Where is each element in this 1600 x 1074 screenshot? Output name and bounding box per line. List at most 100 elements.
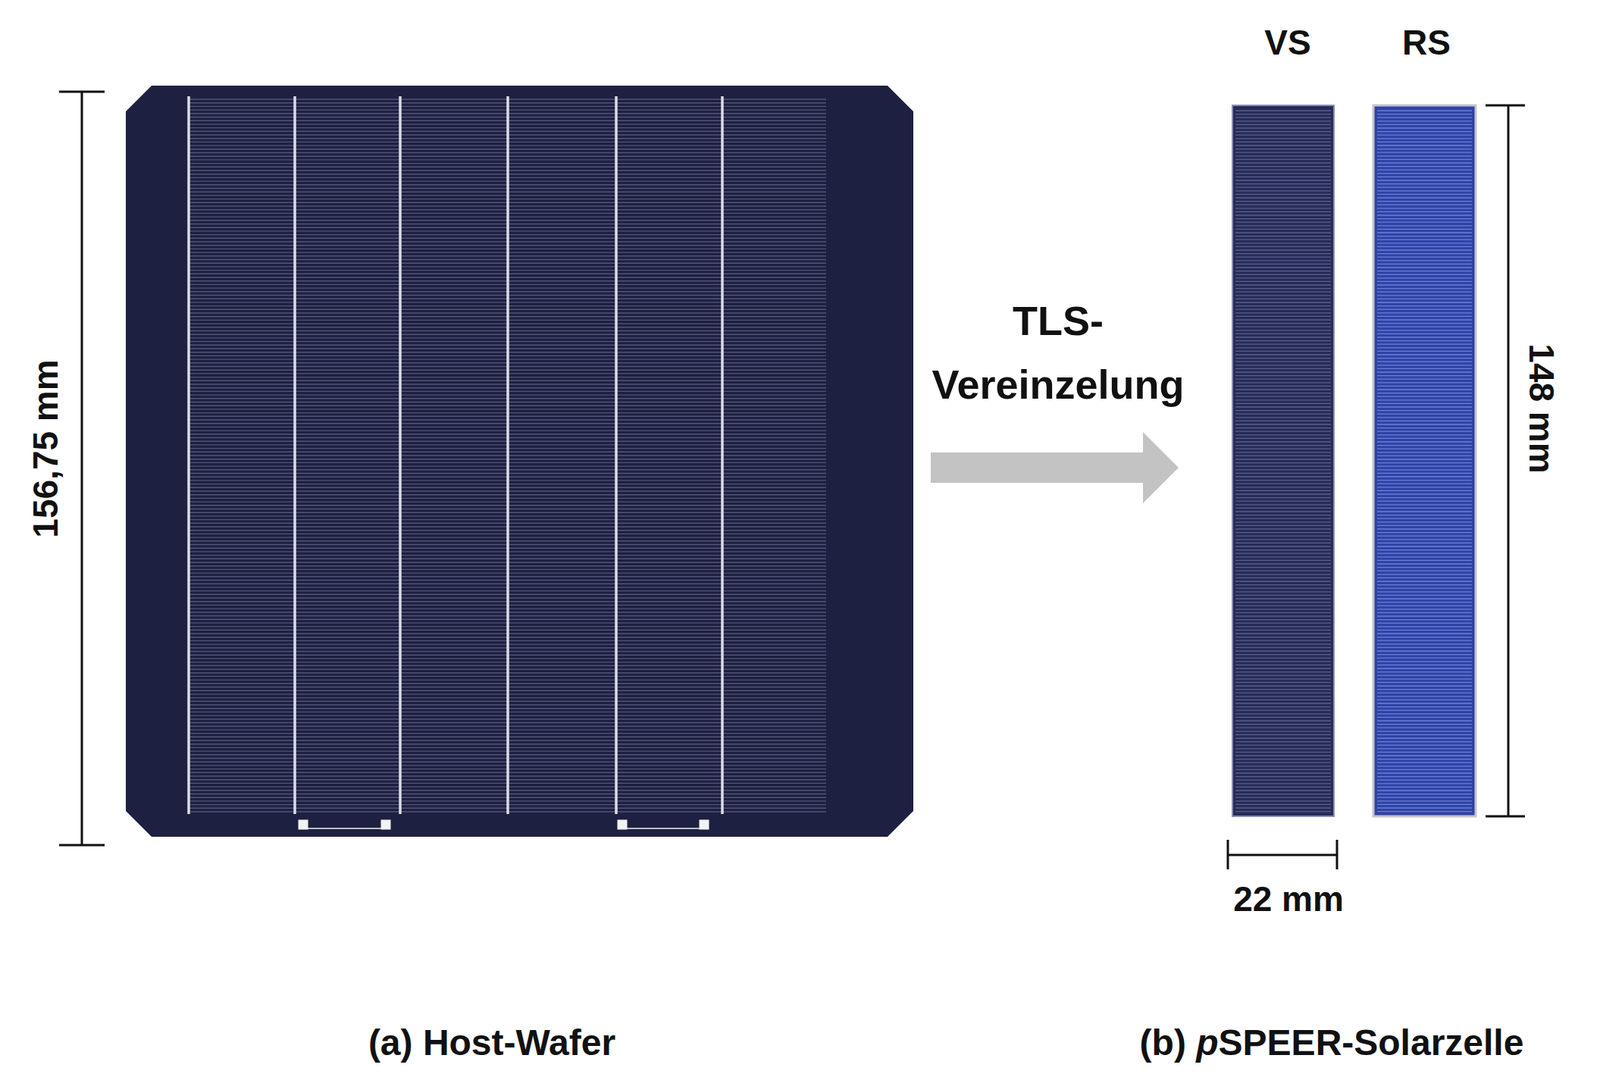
finger-line	[1377, 758, 1472, 760]
finger-line	[1377, 204, 1472, 206]
finger-line	[1235, 378, 1331, 380]
finger-line	[1235, 194, 1331, 195]
finger-line	[1235, 444, 1331, 446]
finger-line	[1235, 249, 1331, 251]
finger-line	[1377, 619, 1472, 620]
finger-line	[1377, 695, 1472, 697]
finger-line	[1377, 504, 1472, 505]
finger-line	[1377, 472, 1472, 474]
finger-line	[1377, 804, 1472, 805]
finger-line	[1377, 187, 1472, 188]
dimension-label: 22 mm	[1233, 872, 1344, 927]
finger-line	[1235, 507, 1331, 509]
finger-line	[1235, 200, 1331, 202]
finger-line	[1235, 431, 1331, 433]
finger-line	[1377, 176, 1472, 178]
finger-line	[1377, 720, 1472, 721]
finger-line	[1235, 629, 1331, 631]
finger-line	[1377, 361, 1472, 363]
finger-line	[1377, 298, 1472, 300]
finger-line	[1235, 131, 1331, 132]
finger-line	[1377, 748, 1472, 749]
finger-line	[1377, 134, 1472, 136]
finger-line	[1377, 148, 1472, 150]
finger-line	[1235, 309, 1331, 310]
finger-line	[1235, 514, 1331, 516]
finger-line	[1377, 131, 1472, 132]
finger-line	[1377, 113, 1472, 115]
finger-line	[1235, 225, 1331, 226]
finger-line	[1235, 242, 1331, 244]
finger-line	[1377, 479, 1472, 481]
finger-line	[1235, 518, 1331, 520]
finger-line	[1235, 804, 1331, 805]
finger-line	[1377, 682, 1472, 683]
finger-line	[1235, 525, 1331, 527]
finger-line	[1377, 800, 1472, 802]
finger-line	[1235, 608, 1331, 610]
finger-line	[1377, 277, 1472, 279]
finger-line	[1377, 737, 1472, 739]
finger-line	[1377, 612, 1472, 614]
finger-line	[1377, 246, 1472, 248]
finger-line	[1377, 654, 1472, 655]
finger-line	[1235, 399, 1331, 401]
finger-line	[1235, 772, 1331, 774]
finger-line	[1235, 266, 1331, 268]
finger-line	[1235, 117, 1331, 119]
finger-line	[1235, 466, 1331, 467]
finger-line	[1235, 730, 1331, 732]
finger-line	[1235, 500, 1331, 502]
finger-line	[1235, 416, 1331, 418]
finger-line	[1377, 532, 1472, 533]
finger-line	[1377, 538, 1472, 540]
finger-line	[1235, 340, 1331, 342]
finger-line	[1235, 144, 1331, 146]
finger-line	[1377, 563, 1472, 564]
rear-side-strip	[1373, 105, 1476, 817]
finger-line	[1235, 222, 1331, 223]
finger-line	[1235, 493, 1331, 495]
finger-line	[1235, 504, 1331, 505]
finger-line	[1235, 396, 1331, 398]
finger-line	[1377, 124, 1472, 126]
finger-line	[1235, 588, 1331, 589]
finger-line	[1235, 626, 1331, 627]
finger-line	[1377, 490, 1472, 492]
finger-line	[1235, 256, 1331, 258]
finger-line	[1235, 647, 1331, 649]
finger-line	[1235, 291, 1331, 293]
finger-line	[1235, 361, 1331, 363]
finger-line	[1235, 786, 1331, 788]
dimension-bracket	[1227, 839, 1337, 870]
finger-line	[1235, 483, 1331, 485]
finger-line	[1377, 521, 1472, 523]
finger-line	[1235, 375, 1331, 376]
finger-line	[1377, 779, 1472, 781]
finger-line	[1377, 438, 1472, 439]
finger-line	[1377, 570, 1472, 572]
finger-line	[1235, 155, 1331, 157]
finger-line	[1235, 274, 1331, 276]
finger-line	[1377, 486, 1472, 488]
finger-line	[1377, 598, 1472, 599]
side-label: RS	[1402, 15, 1451, 70]
finger-line	[1377, 368, 1472, 370]
finger-line	[1235, 448, 1331, 450]
finger-line	[1235, 381, 1331, 383]
finger-line	[1377, 497, 1472, 498]
finger-line	[1377, 657, 1472, 659]
finger-line	[1377, 549, 1472, 551]
finger-line	[1377, 675, 1472, 677]
finger-line	[1235, 368, 1331, 370]
finger-line	[1235, 392, 1331, 394]
finger-line	[1377, 545, 1472, 547]
finger-line	[1377, 406, 1472, 408]
finger-line	[1377, 629, 1472, 631]
finger-line	[1377, 510, 1472, 512]
finger-line	[1377, 347, 1472, 348]
finger-line	[1377, 329, 1472, 331]
finger-line	[1377, 810, 1472, 812]
finger-line	[1377, 309, 1472, 310]
process-arrow	[930, 432, 1179, 504]
